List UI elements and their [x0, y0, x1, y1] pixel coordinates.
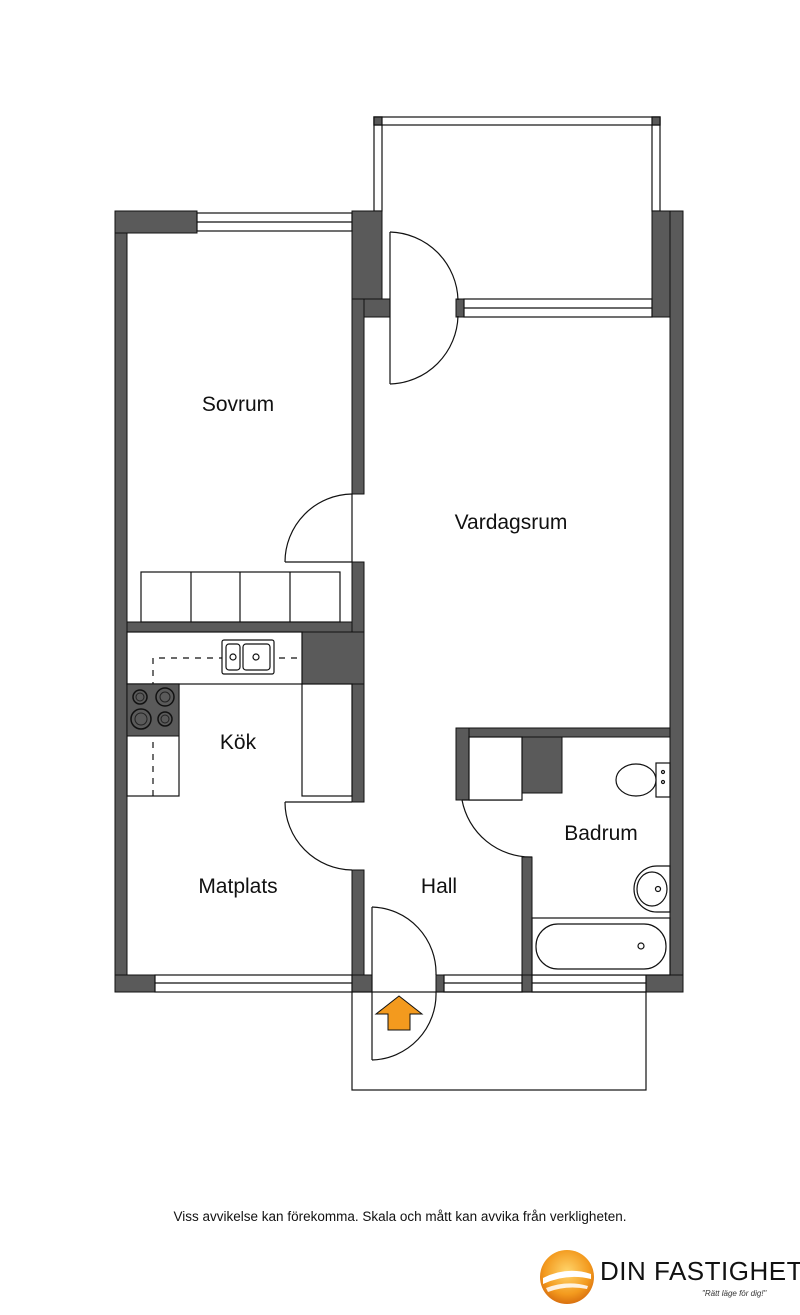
floor-plan: Sovrum Vardagsrum Kök Badrum Matplats Ha… — [114, 116, 684, 1091]
hall-closet — [468, 736, 523, 801]
room-label-badrum: Badrum — [564, 822, 638, 845]
walls — [114, 210, 684, 993]
room-label-vardagsrum: Vardagsrum — [455, 511, 568, 534]
room-label-matplats: Matplats — [198, 875, 277, 898]
washbasin-icon — [633, 865, 671, 913]
entrance-arrow-icon — [374, 995, 424, 1031]
balcony — [373, 116, 661, 212]
disclaimer-text: Viss avvikelse kan förekomma. Skala och … — [173, 1209, 627, 1224]
sink-icon — [221, 639, 275, 675]
company-logo: Din Fastighet "Rätt läge för dig!" — [538, 1248, 800, 1308]
wardrobes — [140, 571, 341, 623]
room-label-kok: Kök — [220, 731, 257, 754]
windows — [154, 212, 653, 993]
logo-name: Din Fastighet — [600, 1256, 800, 1287]
room-label-sovrum: Sovrum — [202, 393, 274, 416]
room-label-hall: Hall — [421, 875, 457, 898]
logo-name-second: Fastighet — [654, 1256, 800, 1286]
logo-sun-icon — [540, 1250, 594, 1304]
entrance-landing — [351, 991, 647, 1091]
logo-slogan: "Rätt läge för dig!" — [702, 1289, 767, 1298]
doors — [284, 231, 533, 1061]
toilet-icon — [615, 762, 671, 798]
stove-icon — [126, 683, 180, 737]
bathtub-icon — [531, 917, 671, 976]
logo-name-first: Din — [600, 1256, 647, 1286]
